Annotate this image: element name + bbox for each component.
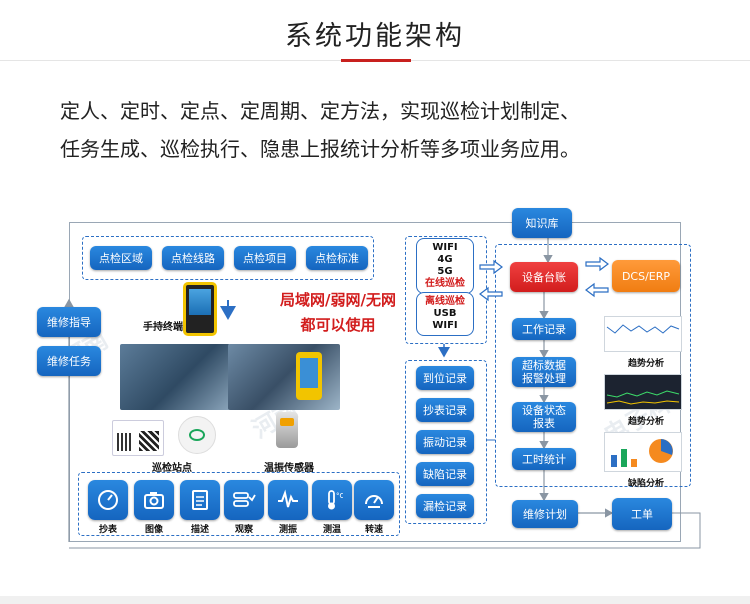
network-line: USB [433,308,457,319]
station-label: 巡检站点 [152,463,192,474]
sensor-label: 温振传感器 [264,463,314,474]
tool-label: 观察 [234,525,253,535]
tool-label: 测温 [322,525,341,535]
device-ledger-button[interactable]: 设备台账 [510,262,578,292]
description-line: 任务生成、巡检执行、隐患上报统计分析等多项业务应用。 [60,137,580,161]
worker-photo [228,344,340,410]
bottom-bar [0,596,750,604]
network-slogan: 局域网/弱网/无网 都可以使用 [268,288,408,338]
thermometer-icon[interactable]: °C [312,480,352,520]
route-button[interactable]: 点检线路 [162,246,224,270]
meter-record-button[interactable]: 抄表记录 [416,398,474,422]
maintenance-task-button[interactable]: 维修任务 [37,346,101,376]
document-icon[interactable] [180,480,220,520]
handheld-device-image [183,282,217,336]
offline-caption: 离线巡检 [425,296,465,307]
top-group [82,236,374,280]
trend-chart-2 [604,374,682,410]
gauge-icon[interactable] [88,480,128,520]
tool-label: 测振 [278,525,297,535]
work-hours-button[interactable]: 工时统计 [512,448,576,470]
equipment-photo [120,344,230,410]
network-line: WIFI [432,242,458,253]
camera-icon[interactable] [134,480,174,520]
arrival-record-button[interactable]: 到位记录 [416,366,474,390]
status-report-button[interactable]: 设备状态 报表 [512,402,576,432]
work-order-button[interactable]: 工单 [612,498,672,530]
description-line: 定人、定时、定点、定周期、定方法，实现巡检计划制定、 [60,99,580,123]
online-inspection-box: WIFI 4G 5G 在线巡检 [416,238,474,294]
maintenance-plan-button[interactable]: 维修计划 [512,500,578,528]
vibration-icon[interactable] [268,480,308,520]
item-button[interactable]: 点检项目 [234,246,296,270]
tools-group [78,472,400,536]
title-accent-line [341,59,411,62]
slogan-line: 都可以使用 [300,316,376,334]
chart-caption: 趋势分析 [628,417,665,427]
description: 定人、定时、定点、定周期、定方法，实现巡检计划制定、 任务生成、巡检执行、隐患上… [60,92,710,168]
tool-label: 转速 [364,525,383,535]
chart-caption: 趋势分析 [628,359,665,369]
defect-record-button[interactable]: 缺陷记录 [416,462,474,486]
missed-record-button[interactable]: 漏检记录 [416,494,474,518]
nfc-tag [178,416,216,454]
online-caption: 在线巡检 [425,278,465,289]
svg-text:°C: °C [336,492,343,500]
alarm-handling-button[interactable]: 超标数据 报警处理 [512,357,576,387]
page-title: 系统功能架构 [285,21,465,52]
knowledge-base-button[interactable]: 知识库 [512,208,572,238]
tool-label: 图像 [144,525,163,535]
standard-button[interactable]: 点检标准 [306,246,368,270]
station-qr-card [112,420,164,456]
offline-inspection-box: 离线巡检 USB WIFI [416,292,474,336]
vibration-record-button[interactable]: 振动记录 [416,430,474,454]
area-button[interactable]: 点检区域 [90,246,152,270]
dcs-erp-button[interactable]: DCS/ERP [612,260,680,292]
chart-caption: 缺陷分析 [628,479,665,489]
tool-label: 抄表 [98,525,117,535]
system-group [495,244,691,487]
maintenance-guide-button[interactable]: 维修指导 [37,307,101,337]
tool-label: 描述 [190,525,209,535]
network-line: WIFI [432,320,458,331]
handheld-label: 手持终端 [143,322,183,333]
network-line: 5G [437,266,453,277]
sensor-image [276,412,298,448]
defect-chart [604,432,682,472]
network-line: 4G [437,254,453,265]
speedometer-icon[interactable] [354,480,394,520]
trend-chart-1 [604,316,682,352]
eye-check-icon[interactable] [224,480,264,520]
work-record-button[interactable]: 工作记录 [512,318,576,340]
records-group [405,360,487,524]
slogan-line: 局域网/弱网/无网 [280,291,396,309]
